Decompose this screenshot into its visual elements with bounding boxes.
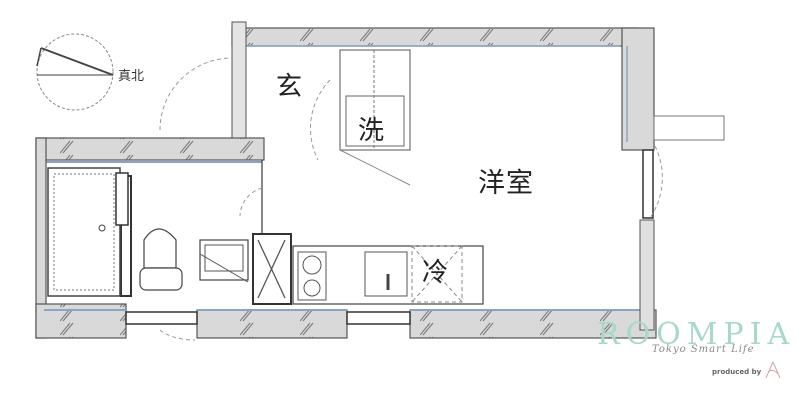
window <box>125 115 725 325</box>
exterior-wall <box>35 21 657 339</box>
room-label-entrance: 玄 <box>276 72 303 102</box>
company-logo-icon <box>765 361 781 379</box>
washing-machine-space <box>339 49 411 186</box>
brand-tagline: Tokyo Smart Life <box>652 344 755 355</box>
produced-by-label: produced by <box>712 368 762 376</box>
door-swing <box>159 57 663 341</box>
north-compass-icon <box>36 33 114 111</box>
refrigerator-space <box>411 245 463 303</box>
room-label-washroom: 洗 <box>358 116 385 146</box>
room-label-western-room: 洋室 <box>478 168 534 199</box>
kitchen-counter <box>292 245 484 305</box>
room-label-refrigerator: 冷 <box>422 258 449 288</box>
bathtub <box>47 167 129 297</box>
partition-walls <box>120 160 292 305</box>
wash-basin <box>199 239 249 283</box>
brand-logo-text: ROOMPIA <box>597 317 796 352</box>
true-north-label: 真北 <box>118 69 145 84</box>
toilet <box>139 228 183 291</box>
